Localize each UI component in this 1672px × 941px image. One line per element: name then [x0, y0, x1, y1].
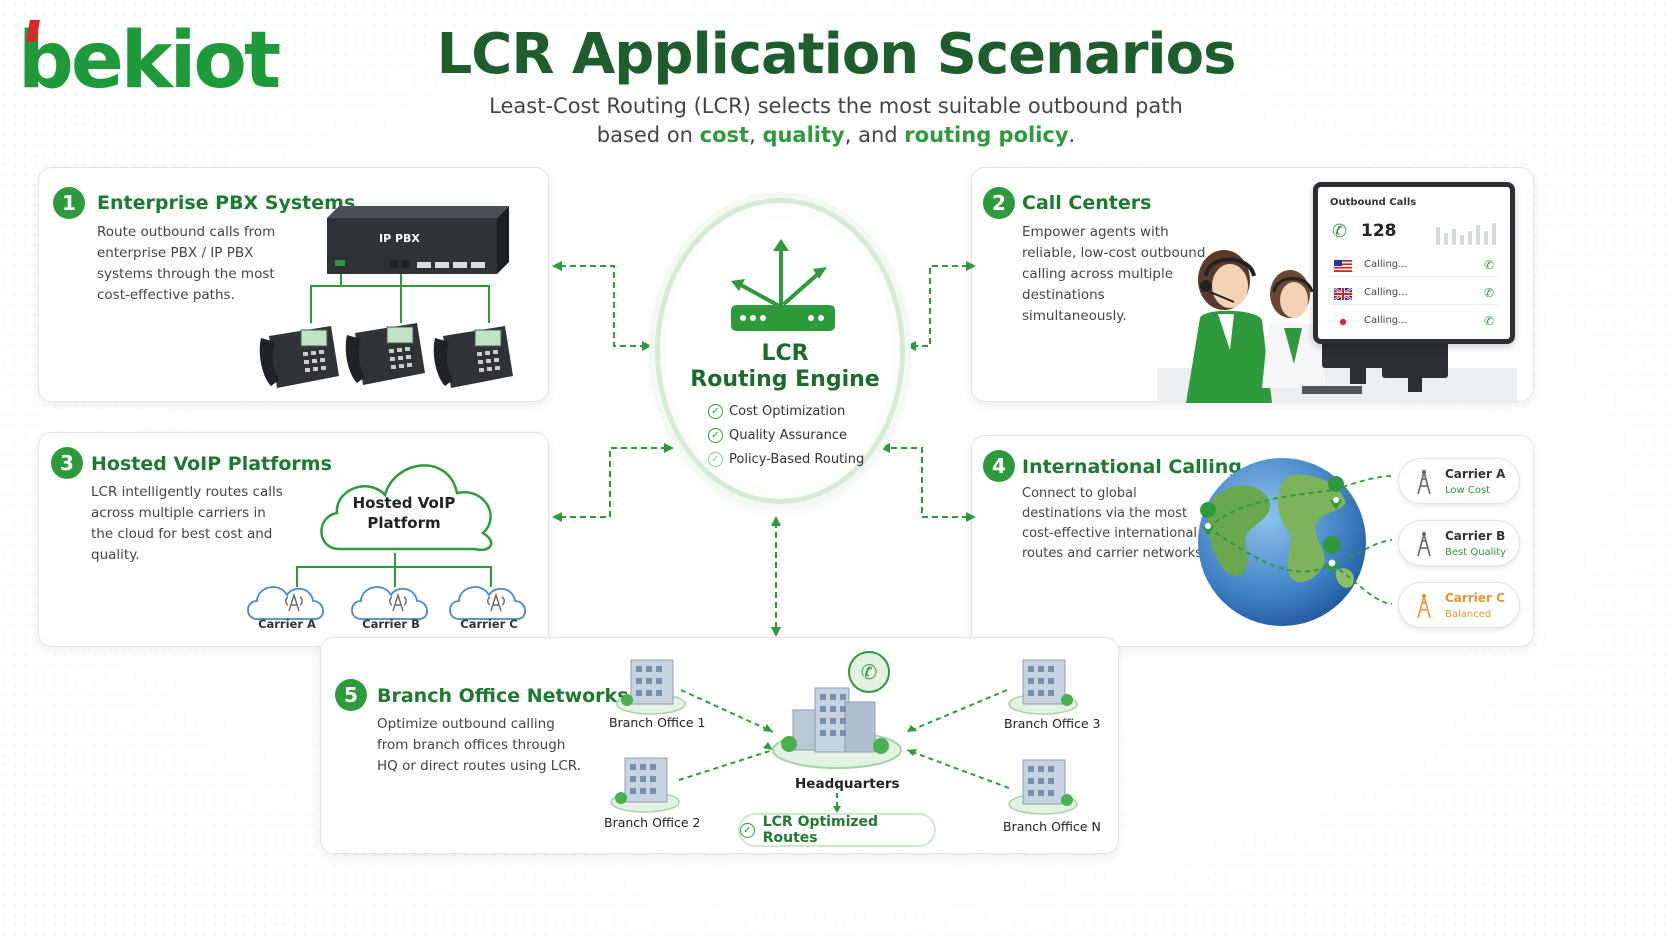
card-description: Connect to global destinations via the m…: [1022, 486, 1207, 561]
call-row: Calling...✆: [1330, 311, 1498, 333]
card-title: Call Centers: [1022, 192, 1152, 214]
tower-icon: [1417, 468, 1431, 495]
check-icon: ✓: [740, 822, 755, 838]
svg-text:✆: ✆: [861, 660, 878, 684]
card-number-badge: 3: [51, 447, 83, 479]
japan-flag-icon: [1334, 316, 1352, 328]
branch-office-2-label: Branch Office 2: [604, 815, 701, 830]
card-number-badge: 4: [983, 450, 1015, 482]
bekiot-logo: bekiot: [18, 16, 281, 106]
branch-office-1-label: Branch Office 1: [609, 715, 706, 730]
card-title: Branch Office Networks: [377, 685, 629, 707]
us-flag-icon: [1334, 260, 1352, 272]
feature-item: ✓Policy-Based Routing: [708, 447, 864, 471]
uk-flag-icon: [1334, 288, 1352, 300]
check-icon: ✓: [708, 451, 723, 467]
carrier-pill-a: Carrier A Low Cost: [1398, 458, 1520, 504]
carrier-c-label: Carrier C: [460, 617, 518, 631]
card-title: Enterprise PBX Systems: [97, 192, 356, 214]
bar-sparkline-icon: [1436, 223, 1496, 245]
monitor-title: Outbound Calls: [1330, 197, 1417, 208]
card-international-calling: 4 International Calling Connect to globa…: [971, 435, 1534, 647]
check-icon: ✓: [708, 427, 723, 443]
carrier-pill-c: Carrier C Balanced: [1398, 582, 1520, 628]
card-description: LCR intelligently routes calls across mu…: [91, 484, 283, 563]
tower-icon: [1417, 530, 1431, 557]
card-number-badge: 5: [335, 679, 367, 711]
card-description: Route outbound calls from enterprise PBX…: [97, 224, 276, 303]
card-number-badge: 1: [53, 187, 85, 219]
page-title: LCR Application Scenarios: [436, 22, 1237, 87]
card-title: International Calling: [1022, 456, 1242, 478]
page-subtitle: Least-Cost Routing (LCR) selects the mos…: [489, 94, 1183, 147]
tower-icon: [1417, 592, 1431, 619]
headquarters-label: Headquarters: [795, 776, 900, 792]
card-title: Hosted VoIP Platforms: [91, 453, 332, 475]
lcr-optimized-routes-pill: ✓ LCR Optimized Routes: [738, 813, 936, 847]
feature-item: ✓Quality Assurance: [708, 423, 864, 447]
carrier-pill-b: Carrier B Best Quality: [1398, 520, 1520, 566]
branch-office-3-label: Branch Office 3: [1004, 716, 1101, 731]
call-row: Calling...✆: [1330, 283, 1498, 305]
phone-icon: ✆: [1483, 314, 1494, 328]
router-icon: [731, 239, 835, 331]
phone-icon: ✆: [1483, 286, 1494, 300]
card-hosted-voip: 3 Hosted VoIP Platforms LCR intelligentl…: [38, 432, 549, 647]
phone-icon: ✆: [1332, 221, 1348, 242]
check-icon: ✓: [708, 403, 723, 419]
ip-pbx-label: IP PBX: [379, 232, 420, 245]
card-enterprise-pbx: 1 Enterprise PBX Systems Route outbound …: [38, 167, 549, 402]
feature-item: ✓Cost Optimization: [708, 399, 864, 423]
card-description: Empower agents with reliable, low-cost o…: [1022, 224, 1206, 324]
hub-feature-list: ✓Cost Optimization ✓Quality Assurance ✓P…: [708, 399, 864, 471]
carrier-a-label: Carrier A: [258, 617, 316, 631]
card-description: Optimize outbound calling from branch of…: [377, 716, 581, 774]
phone-icon: ✆: [1483, 258, 1494, 272]
call-row: Calling...✆: [1330, 255, 1498, 277]
card-number-badge: 2: [983, 187, 1015, 219]
call-count: 128: [1361, 221, 1397, 241]
branch-office-n-label: Branch Office N: [1003, 819, 1101, 834]
card-branch-office: 5 Branch Office Networks Optimize outbou…: [320, 637, 1119, 854]
carrier-b-label: Carrier B: [362, 617, 420, 631]
outbound-calls-monitor: Outbound Calls ✆ 128 Calling...✆ Calling…: [1313, 182, 1515, 344]
